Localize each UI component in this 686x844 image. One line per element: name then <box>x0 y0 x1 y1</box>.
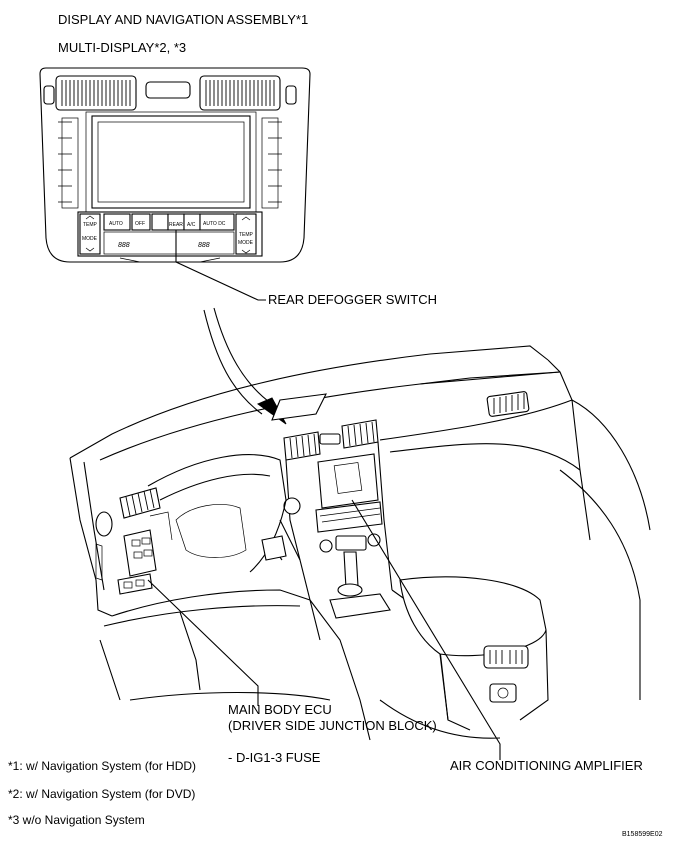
multi-display-label: MULTI-DISPLAY*2, *3 <box>58 40 186 55</box>
ac-amplifier-label: AIR CONDITIONING AMPLIFIER <box>450 758 643 773</box>
mode-left-label: MODE <box>82 236 98 242</box>
ac-amplifier-leader <box>351 499 501 760</box>
ac-button-label: A/C <box>187 222 196 228</box>
left-air-vent <box>61 80 131 106</box>
figure-code: B158599E02 <box>622 831 663 838</box>
footnote-3: *3 w/o Navigation System <box>8 813 145 827</box>
main-body-ecu-leader <box>147 579 259 706</box>
temp-right-label: TEMP <box>239 232 254 238</box>
dashboard-illustration <box>69 345 651 741</box>
left-temp-digits: 888 <box>118 242 130 249</box>
panel-side-ribs <box>58 117 282 209</box>
main-body-ecu-sublabel: (DRIVER SIDE JUNCTION BLOCK) <box>228 718 437 733</box>
display-navigation-assembly-label: DISPLAY AND NAVIGATION ASSEMBLY*1 <box>58 12 308 27</box>
display-screen <box>91 115 251 209</box>
right-temp-digits: 888 <box>198 242 210 249</box>
off-button-label: OFF <box>135 221 145 227</box>
main-body-ecu-label: MAIN BODY ECU <box>228 702 332 717</box>
center-panel-illustration: TEMP MODE AUTO OFF REAR A/C AUTO DC TEMP… <box>39 67 311 263</box>
footnote-1: *1: w/ Navigation System (for HDD) <box>8 759 196 773</box>
rear-defogger-leader <box>175 230 266 301</box>
rear-button-label: REAR <box>169 222 183 228</box>
temp-left-label: TEMP <box>83 222 98 228</box>
footnote-2: *2: w/ Navigation System (for DVD) <box>8 787 195 801</box>
fuse-label: - D-IG1-3 FUSE <box>228 750 321 765</box>
right-air-vent <box>205 80 275 106</box>
mode-right-label: MODE <box>238 240 254 246</box>
auto-dc-button-label: AUTO DC <box>203 221 226 227</box>
rear-defogger-switch-label: REAR DEFOGGER SWITCH <box>268 292 437 307</box>
auto-button-label: AUTO <box>109 221 123 227</box>
armrest <box>399 576 547 657</box>
center-screen <box>317 453 379 509</box>
